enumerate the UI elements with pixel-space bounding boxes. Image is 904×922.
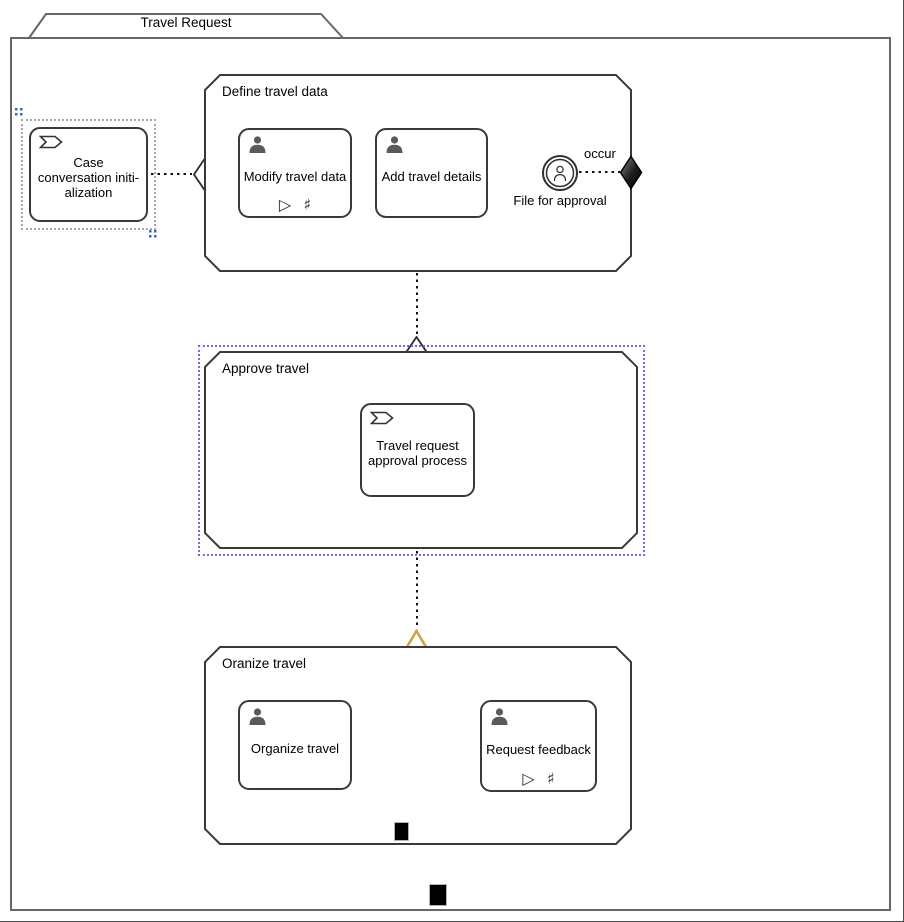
exit-criterion-define[interactable]	[619, 155, 643, 190]
connector-case-to-define[interactable]	[149, 167, 194, 181]
task-markers: ▷ ♯	[482, 768, 595, 788]
task-label: Add travel details	[381, 168, 482, 184]
task-request-feedback[interactable]: Request feedback ▷ ♯	[480, 700, 597, 792]
selection-handle-bottom-right[interactable]	[149, 230, 157, 238]
manual-activation-marker-icon: ▷	[522, 769, 535, 788]
case-plan-body[interactable]	[10, 37, 891, 911]
task-label: Travel request approval process	[368, 438, 467, 468]
repetition-marker-icon: ♯	[303, 195, 312, 214]
case-border-marker-square[interactable]	[429, 884, 447, 906]
task-label: Organize travel	[250, 740, 340, 756]
process-chevron-icon	[370, 411, 394, 425]
connector-approve-to-organize[interactable]	[410, 549, 424, 631]
selection-handle-top-left[interactable]	[15, 108, 23, 116]
case-title: Travel Request	[140, 15, 232, 30]
connector-event-to-exit[interactable]	[577, 165, 622, 179]
stage-border-marker-square[interactable]	[394, 822, 409, 841]
approve-stage-selection-outline	[198, 345, 645, 556]
case-plan-tab-shape[interactable]	[27, 12, 345, 39]
edge-label-occur: occur	[584, 146, 616, 161]
manual-activation-marker-icon: ▷	[278, 195, 292, 214]
stage-label-approve: Approve travel	[222, 361, 310, 376]
event-file-for-approval[interactable]	[541, 154, 579, 192]
case-task-selection-outline	[21, 119, 156, 230]
task-markers: ▷ ♯	[240, 194, 350, 214]
connector-define-to-approve[interactable]	[410, 271, 424, 338]
stage-organize-travel[interactable]	[204, 646, 632, 845]
task-add-travel-details[interactable]: Add travel details	[375, 128, 488, 218]
task-label: Case conversation initi- alization	[37, 155, 140, 200]
person-icon	[386, 136, 403, 153]
task-label: Request feedback	[486, 741, 591, 757]
user-event-icon	[553, 165, 567, 182]
task-travel-request-approval-process[interactable]: Travel request approval process	[360, 403, 475, 497]
repetition-marker-icon: ♯	[546, 769, 555, 788]
stage-label-define: Define travel data	[222, 84, 328, 99]
case-chevron-icon	[39, 135, 63, 149]
stage-label-organize: Oranize travel	[222, 656, 307, 671]
task-modify-travel-data[interactable]: Modify travel data ▷ ♯	[238, 128, 352, 218]
task-case-conversation-initialization[interactable]: Case conversation initi- alization	[29, 127, 148, 222]
task-organize-travel[interactable]: Organize travel	[238, 700, 352, 790]
person-icon	[491, 708, 508, 725]
event-label: File for approval	[513, 193, 607, 208]
person-icon	[249, 708, 266, 725]
person-icon	[249, 136, 266, 153]
task-label: Modify travel data	[243, 168, 347, 184]
